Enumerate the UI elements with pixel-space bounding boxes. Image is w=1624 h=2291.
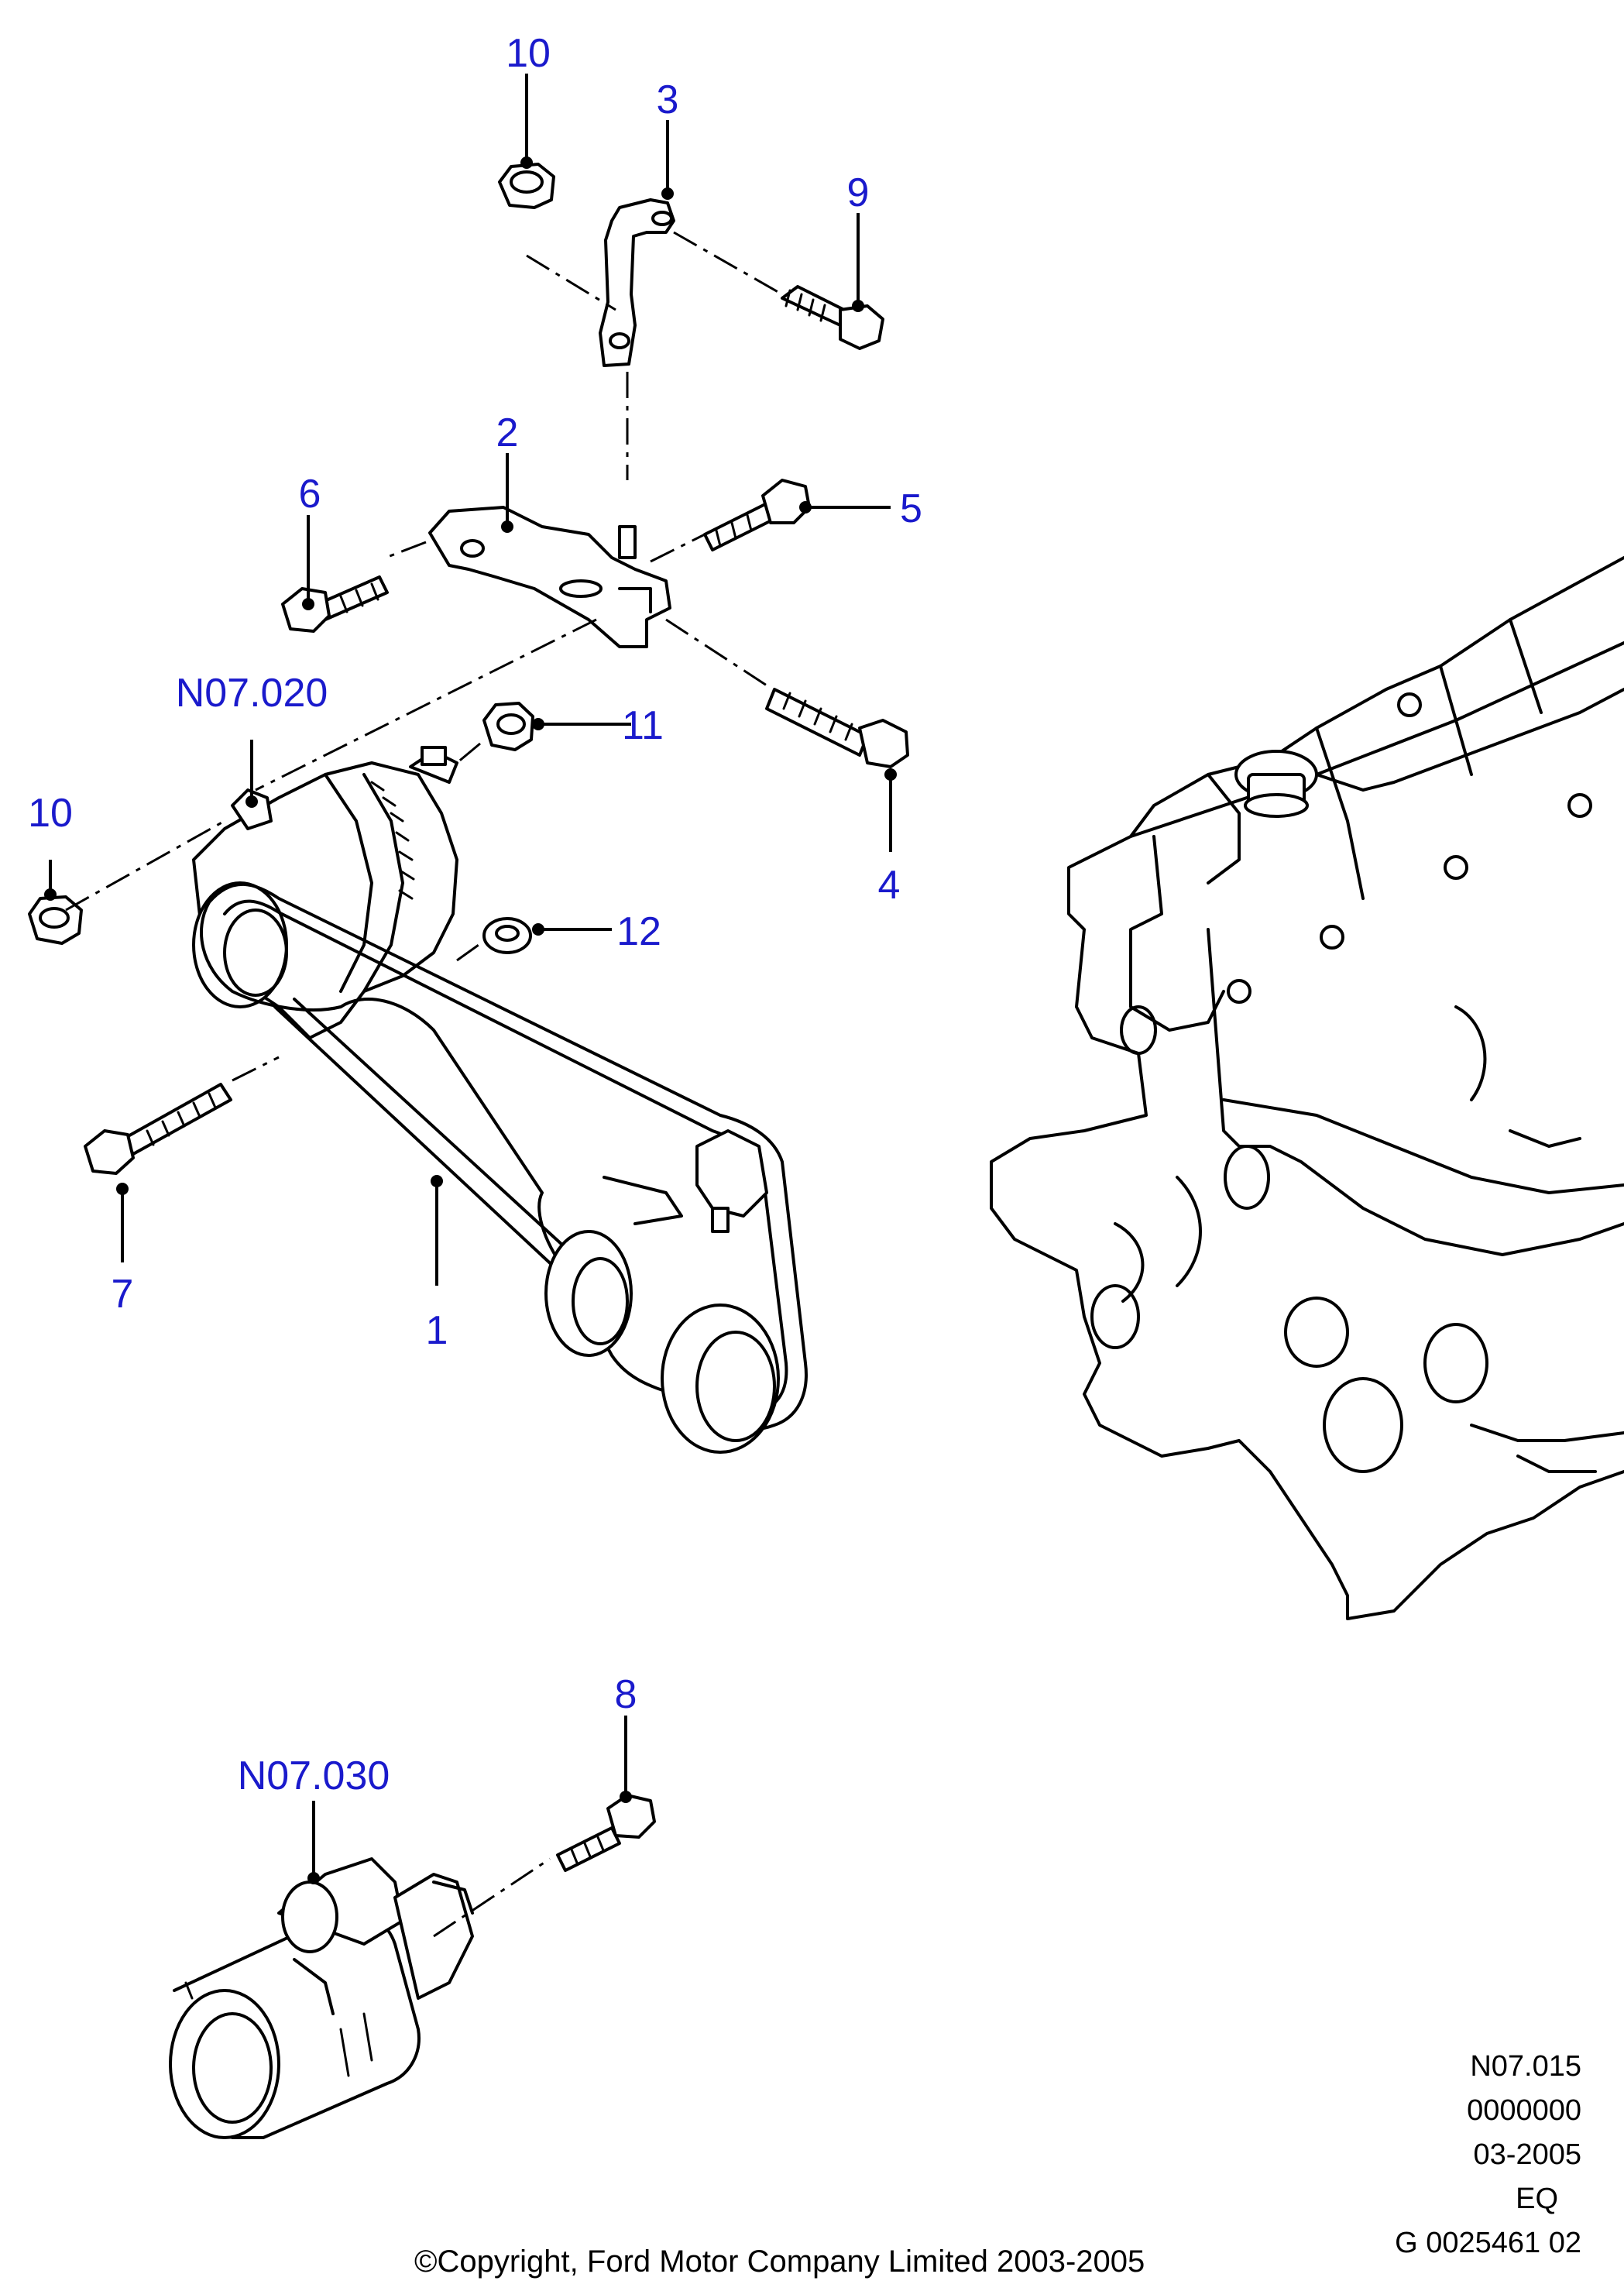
drive-belt-drawing	[200, 882, 808, 1454]
starter-motor-drawing	[169, 1857, 474, 2139]
callout-5[interactable]: 5	[900, 486, 922, 531]
reference-number: 0000000	[1467, 2094, 1581, 2127]
callout-labels: 10 3 9 2 6 5 N07.020 11 4 10 12 7 1 8 N0…	[28, 31, 922, 1798]
callout-9[interactable]: 9	[847, 170, 870, 215]
copyright-notice: ©Copyright, Ford Motor Company Limited 2…	[414, 2245, 1145, 2279]
bolt-5-drawing	[703, 479, 811, 551]
callout-1[interactable]: 1	[426, 1308, 448, 1353]
callout-12[interactable]: 12	[616, 909, 661, 954]
bolt-8-drawing	[556, 1794, 656, 1872]
nut-11-drawing	[482, 702, 534, 751]
reference-date: 03-2005	[1473, 2138, 1581, 2171]
reference-code: N07.015	[1470, 2050, 1581, 2083]
washer-12-drawing	[482, 917, 532, 954]
reference-graphic-id: G 0025461 02	[1395, 2227, 1581, 2259]
diagram-reference-block: N07.015 0000000 03-2005 EQ G 0025461 02	[1349, 2045, 1581, 2265]
callout-10-top[interactable]: 10	[506, 31, 551, 76]
callout-starter-ref[interactable]: N07.030	[238, 1753, 390, 1798]
callout-alternator-ref[interactable]: N07.020	[176, 671, 328, 716]
bolt-6-drawing	[281, 575, 389, 633]
callout-6[interactable]: 6	[299, 472, 321, 517]
callout-11[interactable]: 11	[622, 703, 664, 748]
bolt-4-drawing	[765, 688, 909, 768]
engine-block-drawing	[990, 556, 1624, 1620]
bracket-3-drawing	[599, 198, 675, 367]
callout-2[interactable]: 2	[496, 410, 519, 455]
leader-lines	[44, 74, 897, 1884]
callout-3[interactable]: 3	[657, 77, 679, 122]
bolt-9-drawing	[781, 285, 884, 350]
callout-4[interactable]: 4	[878, 863, 901, 908]
callout-8[interactable]: 8	[615, 1672, 637, 1717]
alternator-drawing	[192, 746, 458, 1039]
assembly-lines	[65, 231, 783, 1938]
nut-10-top-drawing	[498, 163, 555, 209]
bracket-2-drawing	[428, 506, 671, 648]
reference-market: EQ	[1516, 2183, 1558, 2215]
nut-10-left-drawing	[28, 895, 83, 945]
bolt-7-drawing	[84, 1083, 232, 1175]
callout-7[interactable]: 7	[112, 1272, 134, 1317]
callout-10-left[interactable]: 10	[28, 791, 73, 836]
